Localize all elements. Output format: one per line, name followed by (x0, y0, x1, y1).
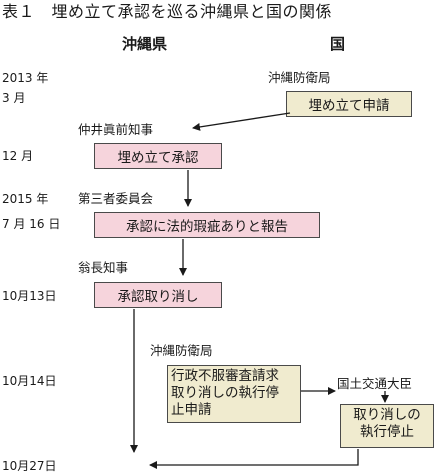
label-onaga: 翁長知事 (78, 260, 129, 275)
box-suspension: 取り消しの 執行停止 (340, 404, 434, 448)
date-2015: 2015 年 (2, 192, 49, 206)
arrow-suspension-to-oct27 (149, 449, 359, 469)
date-2013: 2013 年 (2, 71, 49, 85)
box-review-request-line-2: 取り消しの執行停 (171, 385, 279, 401)
label-third-party: 第三者委員会 (78, 191, 154, 206)
box-application: 埋め立て申請 (286, 91, 412, 117)
box-review-request: 行政不服審査請求 取り消しの執行停 止申請 (167, 365, 301, 423)
arrow-application-to-nakaima (192, 112, 291, 131)
label-nakaima: 仲井眞前知事 (78, 122, 154, 137)
box-approval-text: 埋め立て承認 (117, 150, 199, 166)
box-defect-report-text: 承認に法的瑕疵ありと報告 (126, 219, 288, 235)
box-review-request-line-1: 行政不服審査請求 (171, 368, 279, 384)
date-december: 12 月 (2, 149, 34, 163)
column-header-okinawa: 沖縄県 (122, 35, 168, 53)
label-defense-bureau-2: 沖縄防衛局 (150, 343, 213, 358)
box-defect-report: 承認に法的瑕疵ありと報告 (94, 212, 320, 238)
box-revocation: 承認取り消し (94, 282, 222, 308)
date-july-16: 7 月 16 日 (2, 217, 61, 231)
box-application-text: 埋め立て申請 (308, 98, 390, 114)
date-oct-27: 10月27日 (2, 459, 57, 473)
box-approval: 埋め立て承認 (94, 143, 222, 169)
label-defense-bureau-1: 沖縄防衛局 (268, 70, 331, 85)
date-march: 3 月 (2, 91, 26, 105)
box-revocation-text: 承認取り消し (117, 289, 199, 305)
diagram-title: 表１ 埋め立て承認を巡る沖縄県と国の関係 (2, 2, 333, 21)
date-oct-13: 10月13日 (2, 289, 57, 303)
box-review-request-line-3: 止申請 (171, 402, 212, 418)
box-suspension-line-2: 執行停止 (360, 424, 414, 440)
box-suspension-line-1: 取り消しの (353, 407, 421, 423)
column-header-country: 国 (330, 35, 346, 53)
label-mlit: 国土交通大臣 (337, 376, 413, 391)
date-oct-14: 10月14日 (2, 374, 57, 388)
